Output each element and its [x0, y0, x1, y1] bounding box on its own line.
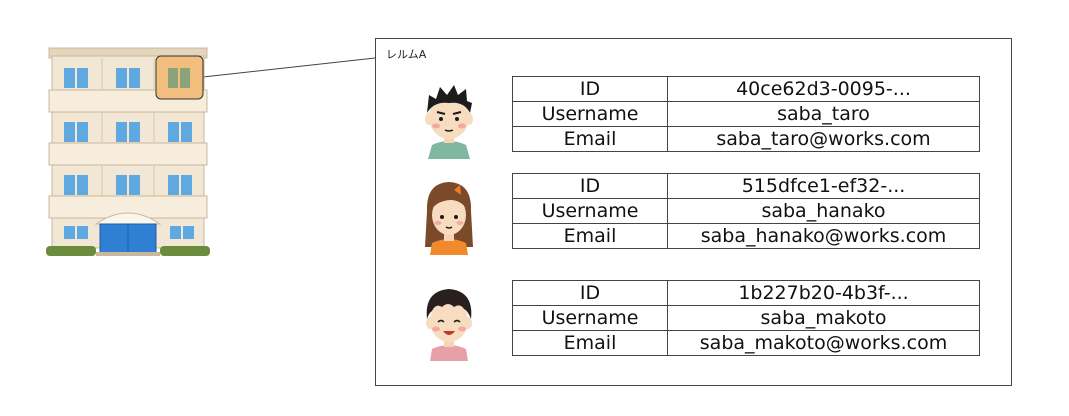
table-row: ID 1b227b20-4b3f-... — [512, 280, 980, 306]
realm-label: レルムA — [386, 48, 427, 61]
table-row: Email saba_makoto@works.com — [512, 330, 980, 356]
man-avatar-icon — [425, 85, 473, 159]
username-label: Username — [512, 198, 668, 224]
username-label: Username — [512, 101, 668, 127]
id-value: 515dfce1-ef32-... — [667, 173, 980, 199]
email-label: Email — [512, 126, 668, 152]
realm-frame: レルムA ID 40ce62d3-0095-... Username saba_… — [375, 38, 1012, 386]
username-label: Username — [512, 305, 668, 331]
table-row: ID 40ce62d3-0095-... — [512, 76, 980, 102]
table-row: Email saba_hanako@works.com — [512, 223, 980, 249]
id-label: ID — [512, 280, 668, 306]
username-value: saba_taro — [667, 101, 980, 127]
table-row: Username saba_taro — [512, 101, 980, 127]
apartment-building-icon — [46, 47, 210, 256]
id-value: 1b227b20-4b3f-... — [667, 280, 980, 306]
id-value: 40ce62d3-0095-... — [667, 76, 980, 102]
user-info-table: ID 1b227b20-4b3f-... Username saba_makot… — [512, 280, 980, 356]
table-row: Username saba_hanako — [512, 198, 980, 224]
id-label: ID — [512, 173, 668, 199]
table-row: ID 515dfce1-ef32-... — [512, 173, 980, 199]
smiling-person-avatar-icon — [426, 289, 472, 361]
id-label: ID — [512, 76, 668, 102]
username-value: saba_makoto — [667, 305, 980, 331]
email-value: saba_hanako@works.com — [667, 223, 980, 249]
table-row: Email saba_taro@works.com — [512, 126, 980, 152]
email-value: saba_makoto@works.com — [667, 330, 980, 356]
username-value: saba_hanako — [667, 198, 980, 224]
email-value: saba_taro@works.com — [667, 126, 980, 152]
user-info-table: ID 40ce62d3-0095-... Username saba_taro … — [512, 76, 980, 152]
email-label: Email — [512, 330, 668, 356]
table-row: Username saba_makoto — [512, 305, 980, 331]
user-info-table: ID 515dfce1-ef32-... Username saba_hanak… — [512, 173, 980, 249]
woman-avatar-icon — [425, 182, 473, 255]
email-label: Email — [512, 223, 668, 249]
